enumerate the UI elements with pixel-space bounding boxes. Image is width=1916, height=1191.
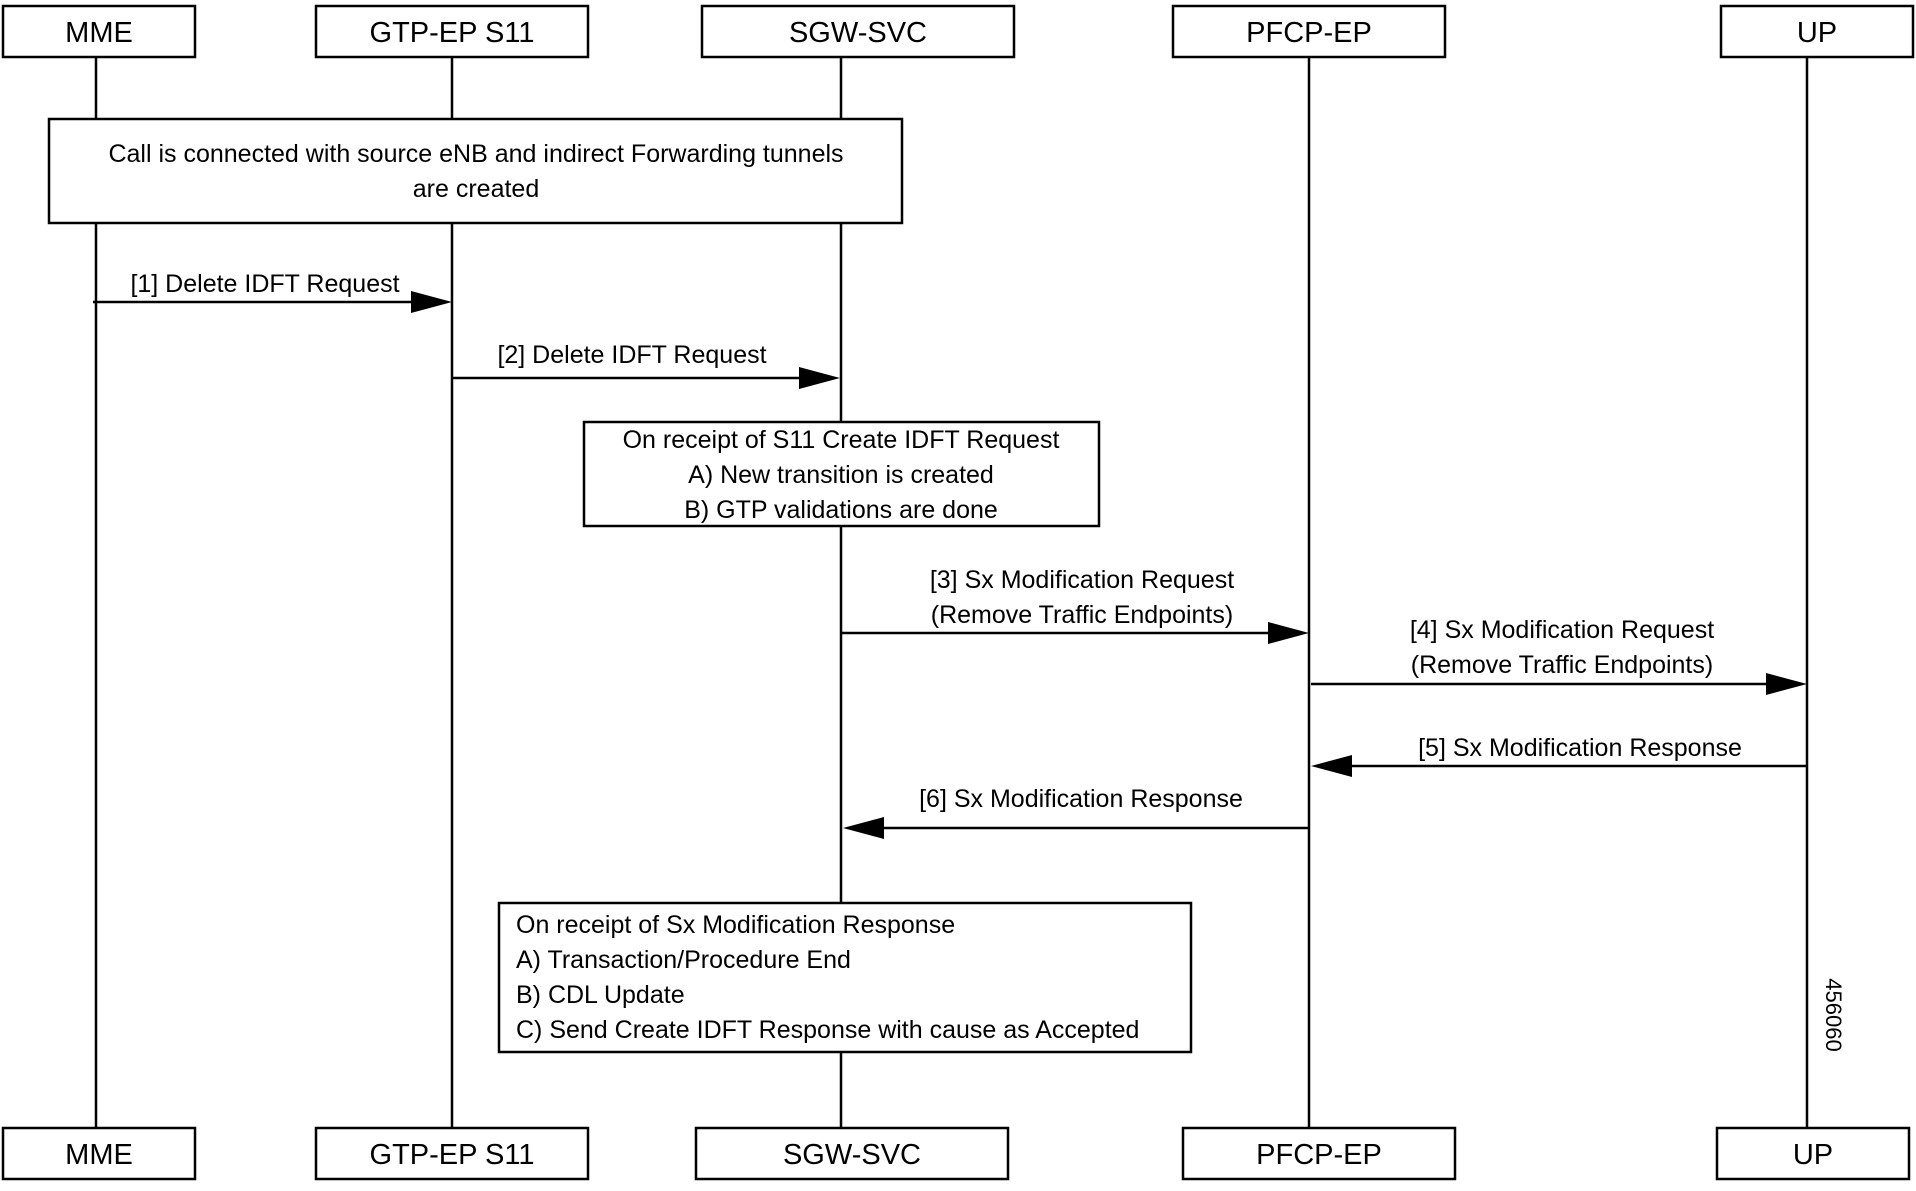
message-label: (Remove Traffic Endpoints) [1411, 651, 1713, 679]
message-label: (Remove Traffic Endpoints) [931, 601, 1233, 629]
figure-id: 456060 [1821, 978, 1846, 1051]
participant-bottom-up: UP [1715, 1126, 1911, 1181]
arrowhead-left [1311, 755, 1352, 777]
note-line: C) Send Create IDFT Response with cause … [516, 1016, 1139, 1044]
message-2: [2] Delete IDFT Request [452, 341, 840, 389]
note-line: On receipt of S11 Create IDFT Request [623, 426, 1060, 454]
participant-label: GTP-EP S11 [370, 17, 535, 49]
participant-label: UP [1797, 17, 1837, 49]
participant-label: PFCP-EP [1246, 17, 1372, 49]
message-1: [1] Delete IDFT Request [93, 270, 452, 313]
participant-top-sgw: SGW-SVC [700, 4, 1016, 59]
participant-top-gtp: GTP-EP S11 [314, 4, 590, 59]
message-3: [3] Sx Modification Request (Remove Traf… [841, 566, 1309, 644]
participant-bottom-mme: MME [1, 1126, 197, 1181]
note-call-connected: Call is connected with source eNB and in… [47, 117, 904, 225]
note-line: A) Transaction/Procedure End [516, 946, 851, 974]
participant-top-mme: MME [1, 4, 197, 59]
message-5: [5] Sx Modification Response [1311, 734, 1807, 777]
participant-bottom-gtp: GTP-EP S11 [314, 1126, 590, 1181]
participant-label: SGW-SVC [783, 1139, 921, 1171]
note-sx-receipt: On receipt of Sx Modification Response A… [497, 901, 1193, 1054]
participant-label: SGW-SVC [789, 17, 927, 49]
note-line: On receipt of Sx Modification Response [516, 911, 955, 939]
message-label: [5] Sx Modification Response [1418, 734, 1742, 762]
note-line: A) New transition is created [688, 461, 994, 489]
arrowhead-right [1268, 622, 1309, 644]
message-label: [6] Sx Modification Response [919, 785, 1243, 813]
participant-label: UP [1793, 1139, 1833, 1171]
note-line: Call is connected with source eNB and in… [108, 140, 843, 168]
participant-label: MME [65, 1139, 133, 1171]
participant-label: MME [65, 17, 133, 49]
participant-top-pfcp: PFCP-EP [1171, 4, 1447, 59]
message-label: [3] Sx Modification Request [930, 566, 1234, 594]
arrowhead-left [843, 817, 884, 839]
message-6: [6] Sx Modification Response [843, 785, 1309, 839]
participant-label: PFCP-EP [1256, 1139, 1382, 1171]
participant-bottom-pfcp: PFCP-EP [1181, 1126, 1457, 1181]
note-line: B) CDL Update [516, 981, 685, 1009]
participant-top-up: UP [1719, 4, 1915, 59]
note-line: B) GTP validations are done [684, 496, 998, 524]
note-s11-receipt: On receipt of S11 Create IDFT Request A)… [582, 420, 1101, 528]
message-label: [1] Delete IDFT Request [130, 270, 399, 298]
message-label: [2] Delete IDFT Request [497, 341, 766, 369]
participant-label: GTP-EP S11 [370, 1139, 535, 1171]
message-label: [4] Sx Modification Request [1410, 616, 1714, 644]
participant-bottom-sgw: SGW-SVC [694, 1126, 1010, 1181]
arrowhead-right [411, 291, 452, 313]
note-line: are created [413, 175, 539, 203]
arrowhead-right [1766, 673, 1807, 695]
arrowhead-right [799, 367, 840, 389]
message-4: [4] Sx Modification Request (Remove Traf… [1311, 616, 1807, 695]
